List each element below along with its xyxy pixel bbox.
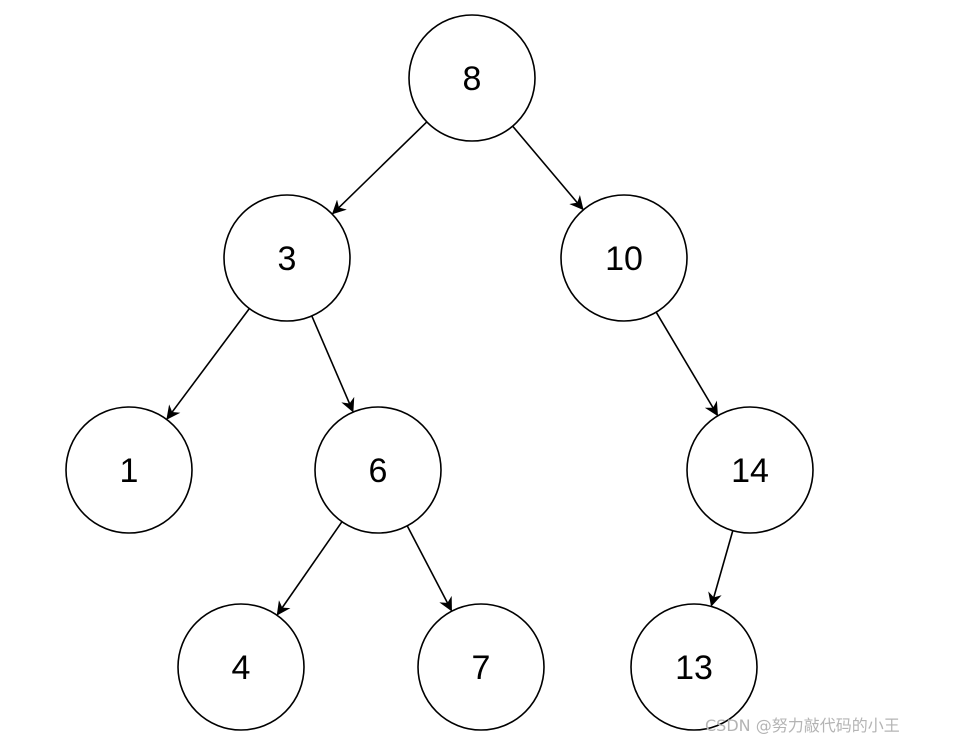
- node-circle: [408, 14, 536, 142]
- node-circle: [417, 603, 545, 731]
- csdn-watermark: CSDN @努力敲代码的小王: [705, 716, 900, 735]
- node-circle: [223, 194, 351, 322]
- node-label: 14: [731, 452, 769, 490]
- node-circle: [65, 406, 193, 534]
- tree-node-1: 1: [65, 406, 193, 534]
- node-circle: [560, 194, 688, 322]
- tree-node-7: 7: [417, 603, 545, 731]
- node-label: 8: [463, 60, 482, 98]
- tree-node-3: 3: [223, 194, 351, 322]
- edge-n10-n14: [655, 311, 719, 417]
- node-label: 6: [369, 452, 388, 490]
- edges-layer: [166, 121, 734, 616]
- node-circle: [630, 603, 758, 731]
- node-circle: [177, 603, 305, 731]
- edge-n14-n13: [708, 530, 734, 607]
- node-label: 4: [232, 649, 251, 687]
- node-label: 1: [120, 452, 139, 490]
- edge-n6-n7: [406, 525, 453, 612]
- node-label: 7: [472, 649, 491, 687]
- edge-n8-n10: [511, 125, 584, 211]
- edge-n3-n1: [166, 308, 251, 420]
- node-label: 3: [278, 240, 297, 278]
- node-circle: [686, 406, 814, 534]
- tree-node-10: 10: [560, 194, 688, 322]
- tree-node-4: 4: [177, 603, 305, 731]
- tree-node-14: 14: [686, 406, 814, 534]
- edge-n6-n4: [276, 521, 343, 616]
- edge-n8-n3: [331, 121, 428, 215]
- edge-n3-n6: [311, 315, 355, 413]
- tree-node-13: 13: [630, 603, 758, 731]
- tree-node-6: 6: [314, 406, 442, 534]
- tree-node-8: 8: [408, 14, 536, 142]
- node-circle: [314, 406, 442, 534]
- nodes-layer: 8 3 10 1 6 14 4 7 13: [65, 14, 814, 731]
- node-label: 13: [675, 649, 713, 687]
- node-label: 10: [605, 240, 643, 278]
